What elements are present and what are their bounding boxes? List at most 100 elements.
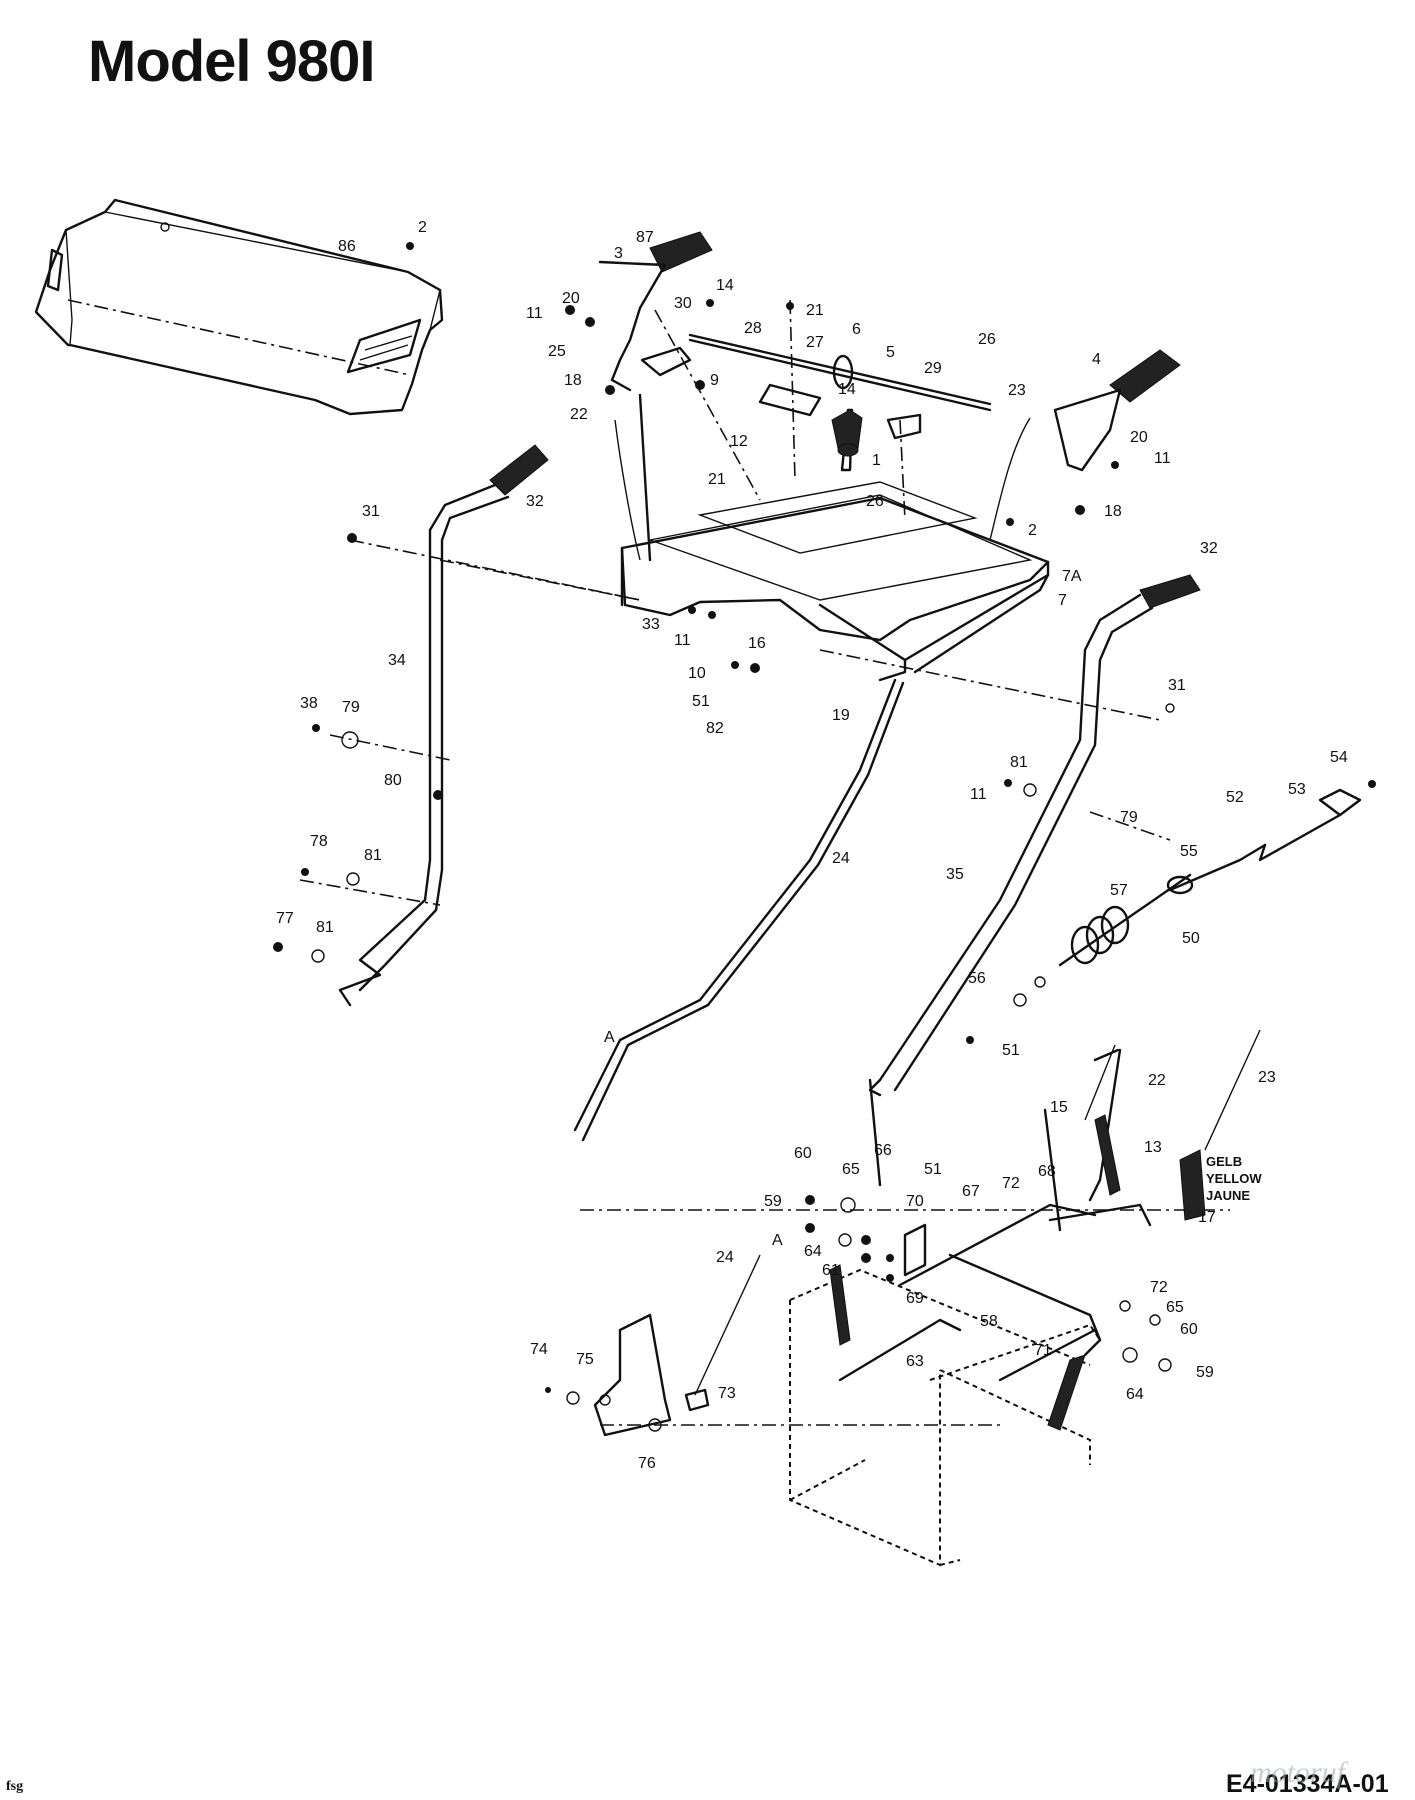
callout-20b: 20 (1130, 429, 1148, 446)
callout-60: 60 (794, 1145, 812, 1162)
callout-67: 67 (962, 1183, 980, 1200)
cable-color-note: GELB YELLOW JAUNE (1206, 1154, 1262, 1203)
callout-52: 52 (1226, 789, 1244, 806)
callout-53: 53 (1288, 781, 1306, 798)
callout-57: 57 (1110, 882, 1128, 899)
hardware-fasteners (273, 242, 1376, 1405)
callout-21b: 21 (708, 471, 726, 488)
note-gelb: GELB (1206, 1154, 1242, 1169)
callout-60b: 60 (1180, 1321, 1198, 1338)
callout-65: 65 (842, 1161, 860, 1178)
right-handlebar-35 (868, 574, 1201, 1097)
callout-29: 29 (924, 360, 942, 377)
callout-20: 20 (562, 290, 580, 307)
callout-31b: 31 (1168, 677, 1186, 694)
callout-64: 64 (804, 1243, 822, 1260)
callout-72: 72 (1002, 1175, 1020, 1192)
callout-14: 14 (716, 277, 734, 294)
callout-ab: A (772, 1232, 783, 1249)
drawing-code: E4-01334A-01 (1226, 1770, 1389, 1798)
callout-66: 66 (874, 1142, 892, 1159)
callout-76: 76 (638, 1455, 656, 1472)
callout-18: 18 (564, 372, 582, 389)
note-jaune: JAUNE (1206, 1188, 1250, 1203)
callout-70: 70 (906, 1193, 924, 1210)
callout-28: 28 (744, 320, 762, 337)
callout-78: 78 (310, 833, 328, 850)
lower-linkage (829, 1029, 1261, 1431)
callout-19: 19 (832, 707, 850, 724)
callout-38: 38 (300, 695, 318, 712)
callout-59b: 59 (1196, 1364, 1214, 1381)
callout-79: 79 (342, 699, 360, 716)
callout-2: 2 (418, 219, 427, 236)
callout-4: 4 (1092, 351, 1101, 368)
callout-10: 10 (688, 665, 706, 682)
callout-72b: 72 (1150, 1279, 1168, 1296)
alignment-lines (299, 299, 1230, 1426)
callout-24b: 24 (716, 1249, 734, 1266)
callout-81c: 81 (1010, 754, 1028, 771)
callout-7: 7 (1058, 592, 1067, 609)
shift-rod-24-edge (581, 681, 905, 1142)
callout-9: 9 (710, 372, 719, 389)
callout-80: 80 (384, 772, 402, 789)
callout-22: 22 (570, 406, 588, 423)
callout-81: 81 (364, 847, 382, 864)
callout-86: 86 (338, 238, 356, 255)
callout-55: 55 (1180, 843, 1198, 860)
cable-22-upper (614, 419, 641, 561)
callout-12: 12 (730, 433, 748, 450)
callout-79b: 79 (1120, 809, 1138, 826)
callout-30: 30 (674, 295, 692, 312)
callout-74: 74 (530, 1341, 548, 1358)
callout-23b: 23 (1258, 1069, 1276, 1086)
callout-34: 34 (388, 652, 406, 669)
callout-7a: 7A (1062, 568, 1082, 585)
callout-59: 59 (764, 1193, 782, 1210)
lower-housing-outline (789, 1268, 1101, 1567)
callout-2b: 2 (1028, 522, 1037, 539)
callout-58: 58 (980, 1313, 998, 1330)
callout-51c: 51 (924, 1161, 942, 1178)
callout-5: 5 (886, 344, 895, 361)
callout-16: 16 (748, 635, 766, 652)
footer-mark: fsg (6, 1779, 23, 1794)
callout-32b: 32 (1200, 540, 1218, 557)
callout-11d: 11 (970, 786, 987, 803)
callout-68: 68 (1038, 1163, 1056, 1180)
callout-21: 21 (806, 302, 824, 319)
callout-22b: 22 (1148, 1072, 1166, 1089)
callout-18b: 18 (1104, 503, 1122, 520)
left-handlebar-34 (338, 444, 549, 1007)
callout-1: 1 (872, 452, 881, 469)
callout-6: 6 (852, 321, 861, 338)
callout-51: 51 (692, 693, 710, 710)
page-title: Model 980I (88, 29, 376, 94)
callout-56: 56 (968, 970, 986, 987)
callout-61: 61 (822, 1262, 840, 1279)
callout-77: 77 (276, 910, 294, 927)
callout-35: 35 (946, 866, 964, 883)
callout-73: 73 (718, 1385, 736, 1402)
right-clutch-lever-4 (1053, 349, 1181, 472)
note-yellow: YELLOW (1206, 1171, 1262, 1186)
callout-87: 87 (636, 229, 654, 246)
callout-69: 69 (906, 1290, 924, 1307)
callout-17: 17 (1198, 1209, 1216, 1226)
callout-33: 33 (642, 616, 660, 633)
callout-32: 32 (526, 493, 544, 510)
dashboard-cover-86 (34, 198, 444, 416)
shift-rod-24 (573, 678, 897, 1132)
callout-3: 3 (614, 245, 623, 262)
callout-64b: 64 (1126, 1386, 1144, 1403)
callout-11: 11 (526, 305, 543, 322)
callout-11c: 11 (674, 632, 691, 649)
callout-50: 50 (1182, 930, 1200, 947)
control-console-frame (620, 346, 1050, 682)
callout-26: 26 (978, 331, 996, 348)
callout-31: 31 (362, 503, 380, 520)
callout-14b: 14 (838, 381, 856, 398)
cable-23-upper (989, 417, 1031, 541)
